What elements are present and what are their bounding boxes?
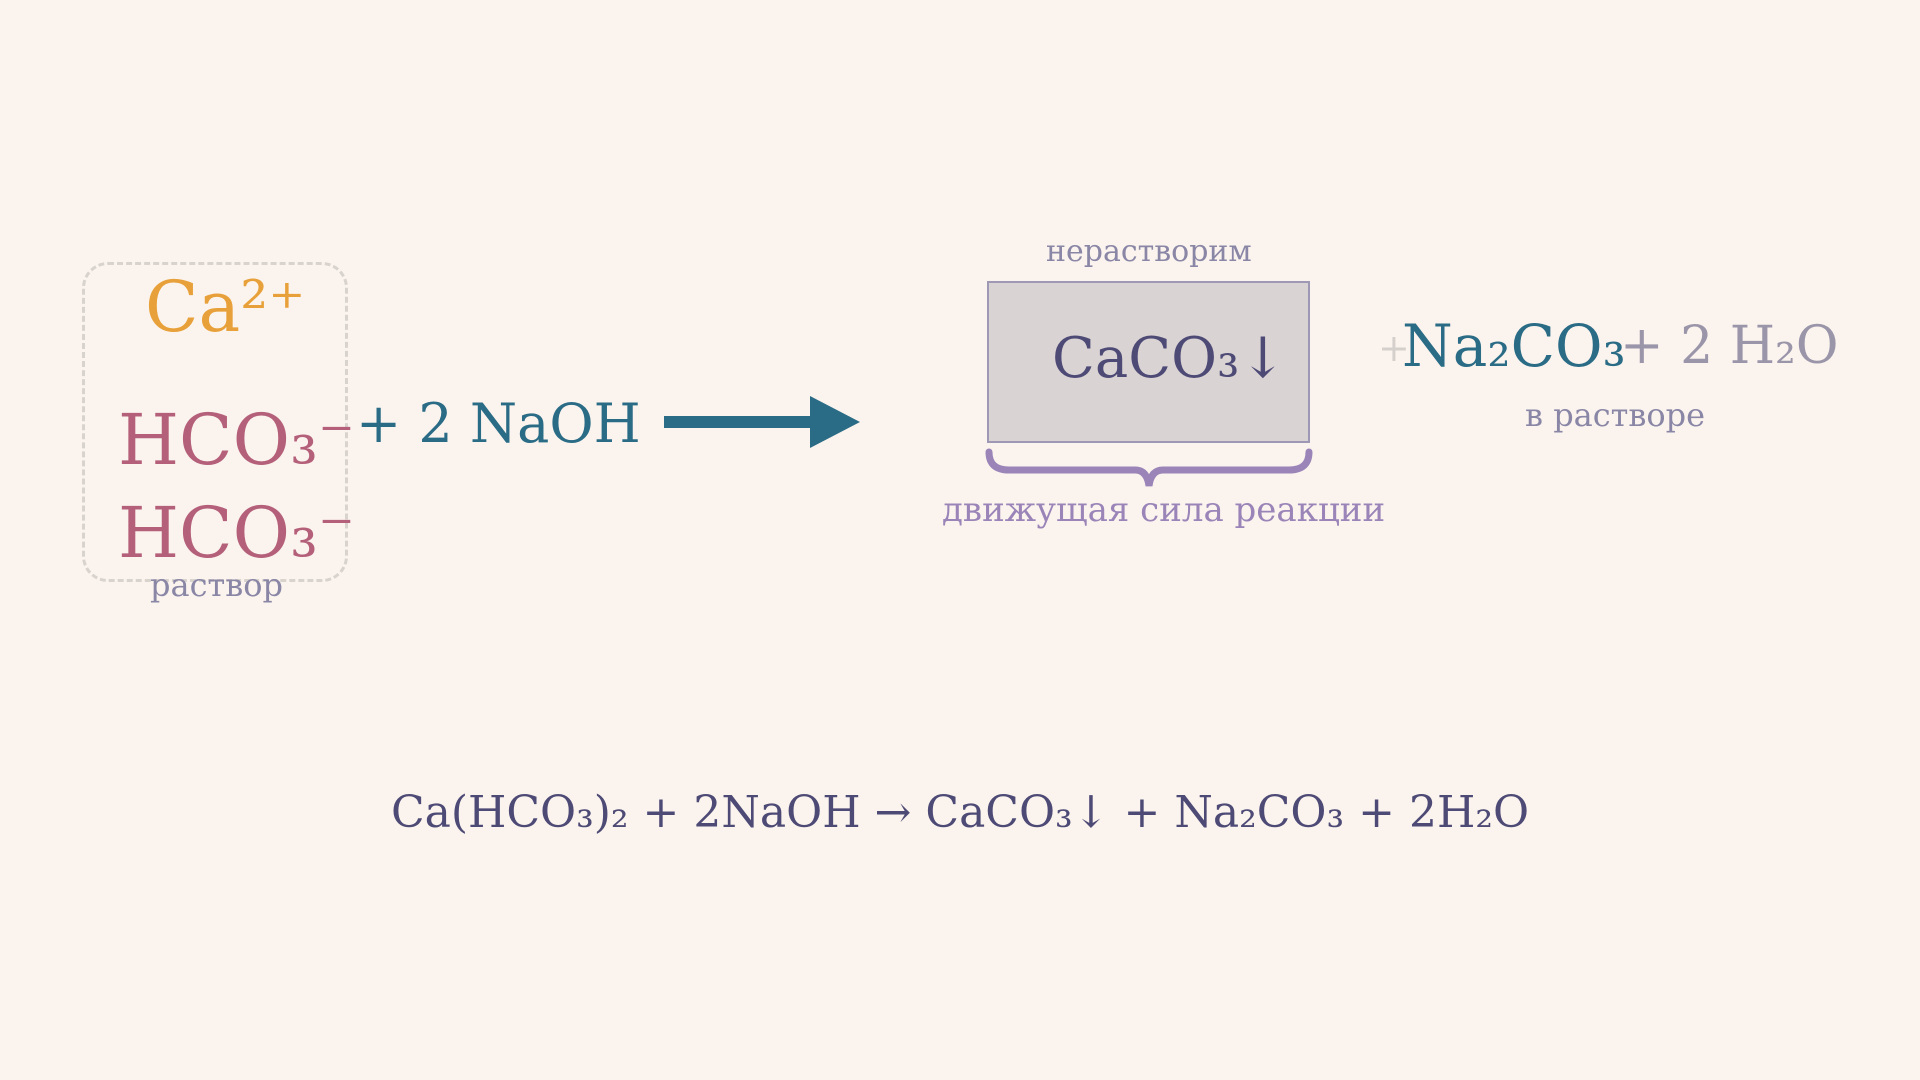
bicarbonate-ion-1: HCO₃⁻ <box>118 399 356 481</box>
calcium-ion: Ca²⁺ <box>145 266 306 348</box>
reactant-solution-box <box>82 262 348 582</box>
solution-label: раствор <box>150 566 283 604</box>
bicarbonate-ion-2: HCO₃⁻ <box>118 492 356 574</box>
insoluble-label: нерастворим <box>1046 234 1252 269</box>
full-reaction-equation: Ca(HCO₃)₂ + 2NaOH → CaCO₃↓ + Na₂CO₃ + 2H… <box>390 787 1530 838</box>
product-water: + 2 H₂O <box>1620 316 1839 376</box>
plus-sign: + <box>1378 326 1410 370</box>
product-sodium-carbonate: Na₂CO₃ <box>1402 312 1626 380</box>
reagent-naoh: + 2 NaOH <box>356 392 641 455</box>
precipitate-formula: CaCO₃↓ <box>1052 326 1287 391</box>
reaction-arrow-icon <box>664 396 860 448</box>
driving-force-label: движущая сила реакции <box>942 490 1386 530</box>
precipitate-box <box>987 281 1310 443</box>
curly-brace-icon <box>985 448 1313 487</box>
in-solution-label: в растворе <box>1525 396 1706 434</box>
